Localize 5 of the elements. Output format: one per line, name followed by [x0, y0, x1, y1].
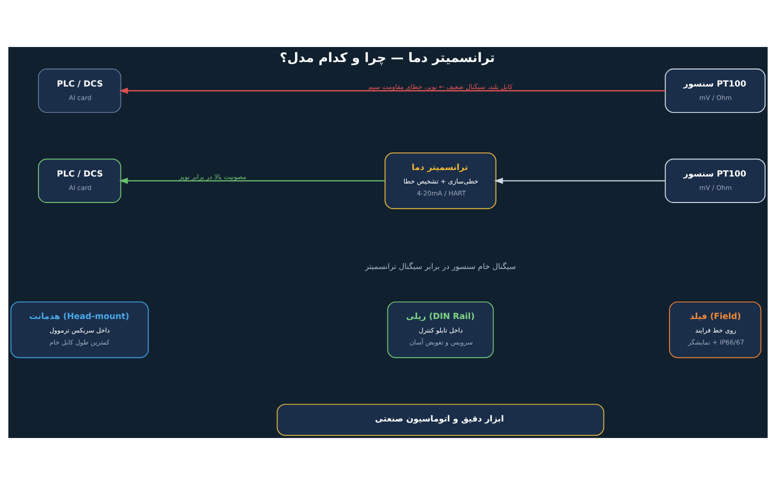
arrow — [119, 178, 386, 184]
arrow — [494, 178, 666, 184]
node-box: ابزار دقیق و اتوماسیون صنعتی — [276, 404, 604, 436]
diagram-title: ترانسمیتر دما — چرا و کدام مدل؟ — [280, 50, 495, 66]
arrow — [119, 88, 666, 94]
